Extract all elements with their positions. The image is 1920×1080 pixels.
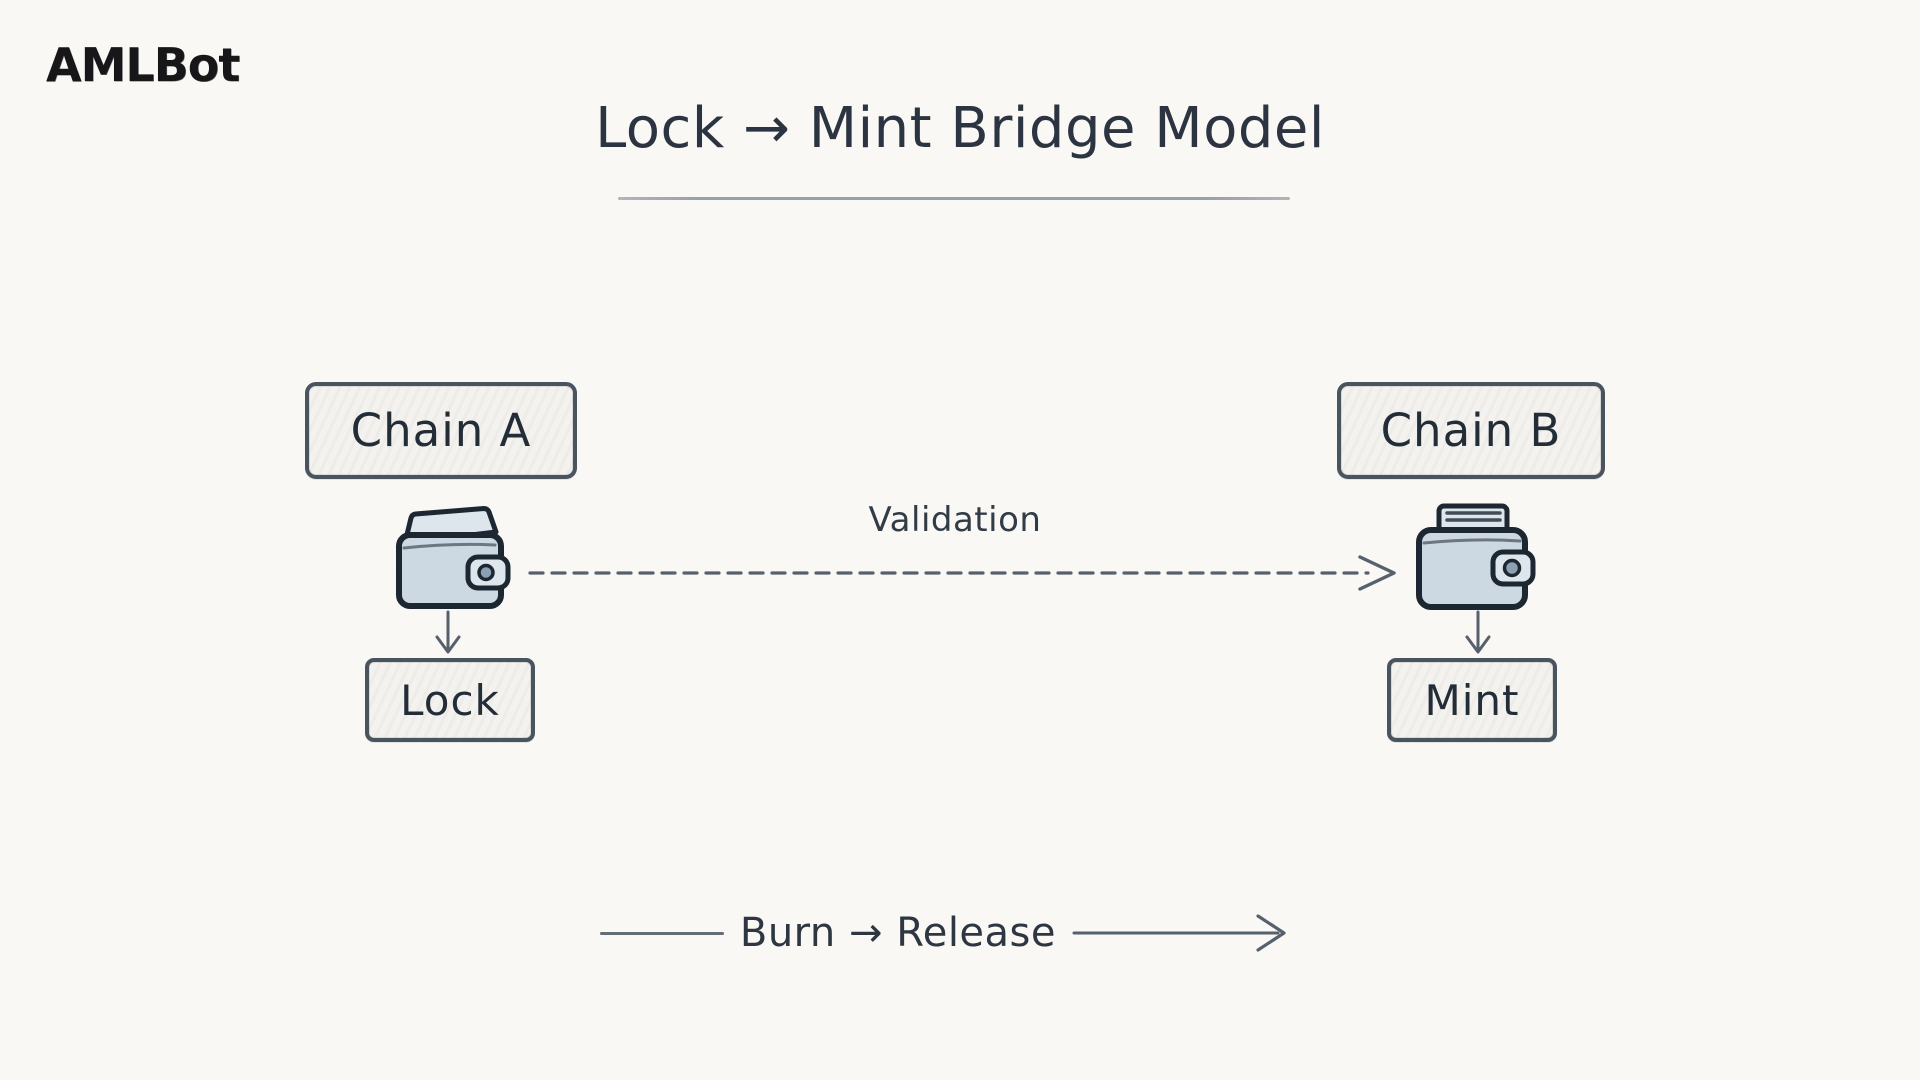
arrow-down-icon [435,610,461,654]
chain-a-label: Chain A [350,404,532,457]
mint-box: Mint [1387,658,1557,742]
chain-b-box: Chain B [1337,382,1605,479]
burn-release-flow: Burn → Release [600,898,1300,968]
chain-a-box: Chain A [305,382,577,479]
validation-label: Validation [868,500,1042,540]
page-title: Lock → Mint Bridge Model [595,96,1325,161]
chain-b-label: Chain B [1380,404,1562,457]
lock-box: Lock [365,658,535,742]
lock-label: Lock [400,675,500,725]
wallet-icon [1416,503,1536,610]
title-wrap: Lock → Mint Bridge Model [0,96,1920,161]
wallet-icon [396,506,511,609]
title-underline [618,197,1290,200]
dashed-arrow-right-icon [528,555,1396,591]
arrow-down-icon [1465,610,1491,654]
mint-label: Mint [1424,675,1520,725]
burn-release-label: Burn → Release [739,910,1056,956]
flow-line-left [600,931,724,935]
amlbot-logo: AMLBot [46,38,240,92]
arrow-right-icon [1072,914,1286,952]
